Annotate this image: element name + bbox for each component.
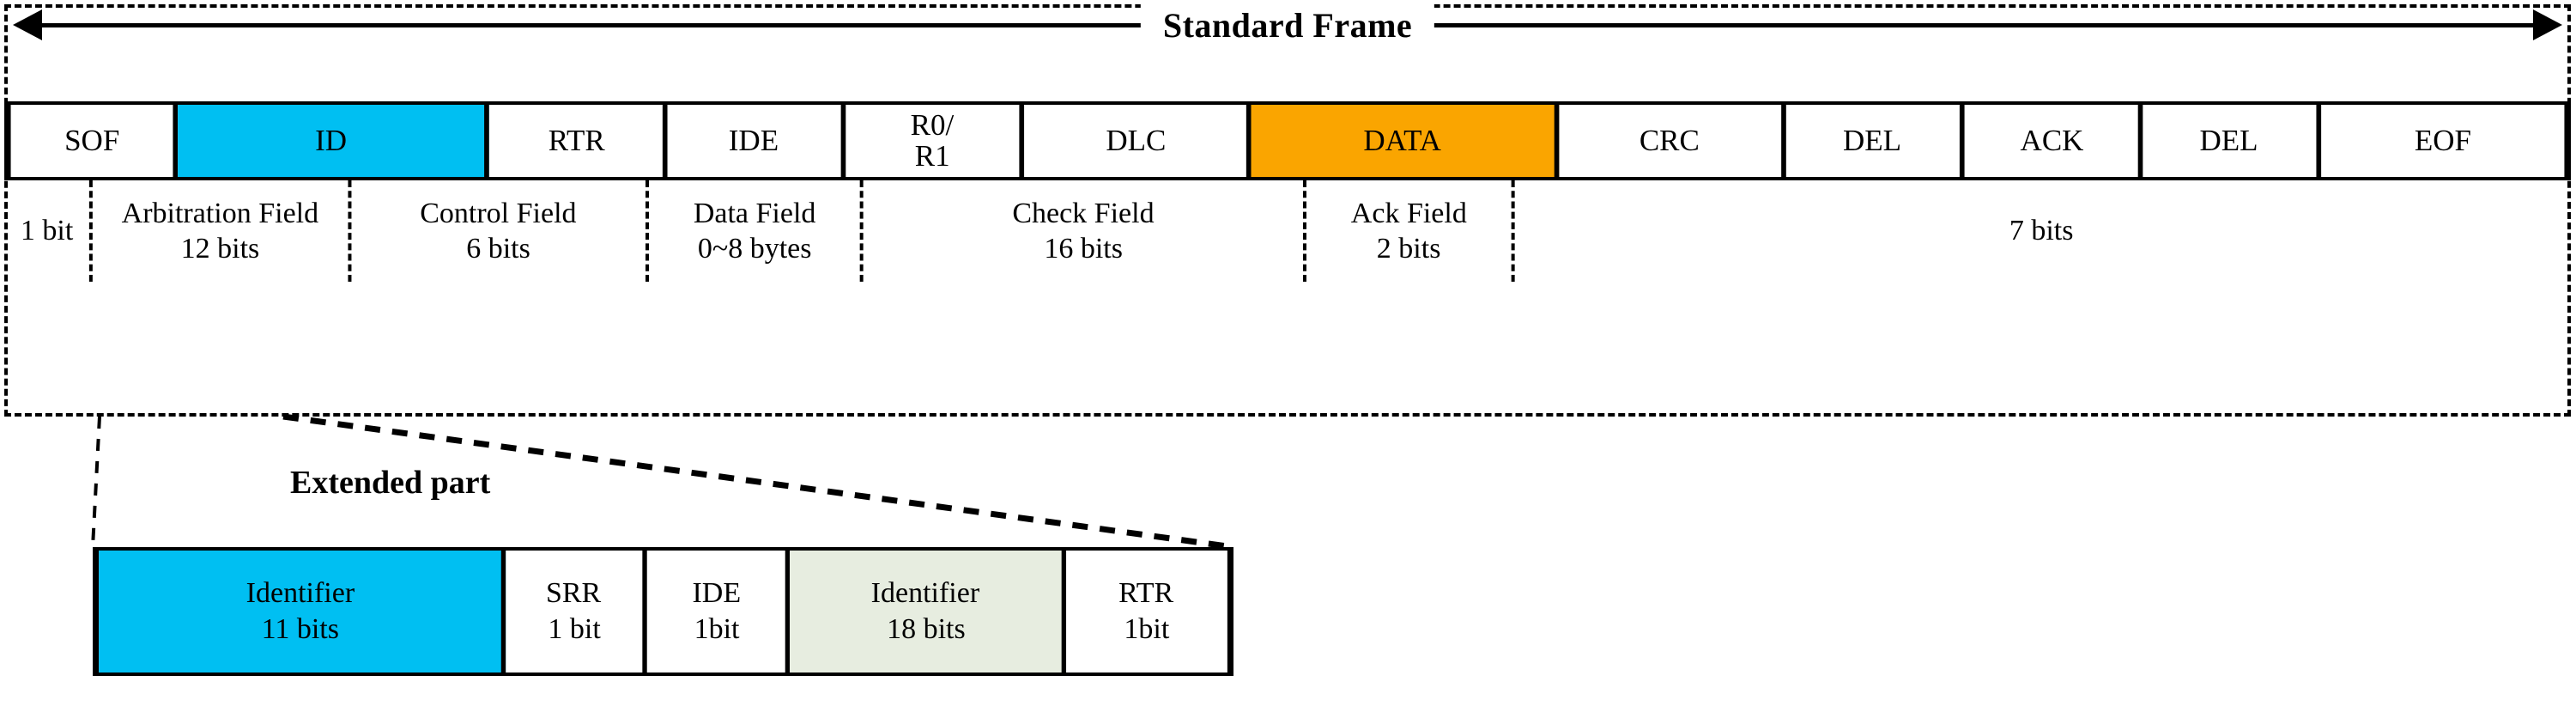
field-label: DATA: [1363, 124, 1442, 158]
frame-field-data-6: DATA: [1251, 105, 1560, 177]
extended-field-size: 18 bits: [886, 613, 966, 645]
frame-section-data-field: Data Field 0~8 bytes: [649, 180, 864, 282]
section-size: 7 bits: [2009, 215, 2074, 247]
extended-field-size: 1 bit: [548, 613, 601, 645]
field-label-line2: R1: [914, 139, 950, 173]
frame-section-arbitration-field: Arbitration Field 12 bits: [93, 180, 352, 282]
section-size: 6 bits: [466, 233, 531, 265]
frame-fields-row: SOF ID RTR IDE R0/R1 DLC DATA CRC DEL ACK DEL EOF: [4, 101, 2571, 180]
frame-field-ide-3: IDE: [668, 105, 846, 177]
extended-field-identifier-0: Identifier 11 bits: [99, 551, 506, 673]
frame-field-sof-0: SOF: [11, 105, 179, 177]
extended-field-ide-2: IDE 1bit: [647, 551, 791, 673]
field-label: R0/: [911, 108, 955, 143]
extended-field-identifier-3: Identifier 18 bits: [790, 551, 1067, 673]
field-label: RTR: [547, 124, 604, 158]
section-name: Control Field: [420, 197, 577, 229]
frame-section-check-field: Check Field 16 bits: [864, 180, 1306, 282]
frame-section-unnamed-6: 7 bits: [1515, 180, 2567, 282]
field-label: IDE: [729, 124, 779, 158]
frame-field-rtr-2: RTR: [489, 105, 668, 177]
frame-section-ack-field: Ack Field 2 bits: [1306, 180, 1515, 282]
section-size: 2 bits: [1376, 233, 1441, 265]
extended-field-name: Identifier: [871, 576, 980, 609]
extended-field-name: IDE: [691, 576, 741, 609]
arrow-right-icon: [2533, 9, 2562, 40]
frame-field-del-10: DEL: [2143, 105, 2322, 177]
extended-field-rtr-4: RTR 1bit: [1066, 551, 1227, 673]
extended-field-size: 1bit: [1124, 613, 1170, 645]
frame-field-id-1: ID: [178, 105, 489, 177]
frame-field-dlc-5: DLC: [1024, 105, 1252, 177]
field-label: DEL: [2200, 124, 2259, 158]
extended-part-row: Identifier 11 bits SRR 1 bit IDE 1bit Identifi…: [93, 547, 1233, 676]
extended-field-srr-1: SRR 1 bit: [506, 551, 647, 673]
field-label: DLC: [1105, 124, 1166, 158]
section-size: 12 bits: [180, 233, 260, 265]
field-label: DEL: [1843, 124, 1902, 158]
field-label: CRC: [1640, 124, 1700, 158]
arrow-left-icon: [13, 9, 42, 40]
frame-field-eof-11: EOF: [2321, 105, 2564, 177]
extended-field-size: 1bit: [693, 613, 739, 645]
section-name: Data Field: [693, 197, 816, 229]
section-name: Ack Field: [1350, 197, 1467, 229]
frame-section-control-field: Control Field 6 bits: [351, 180, 649, 282]
frame-field-del-8: DEL: [1786, 105, 1965, 177]
extended-field-name: Identifier: [245, 576, 355, 609]
section-name: Arbitration Field: [121, 197, 319, 229]
frame-field-crc-7: CRC: [1559, 105, 1786, 177]
extended-part-label: Extended part: [290, 465, 491, 501]
field-label: SOF: [64, 124, 120, 158]
field-label: ACK: [2019, 124, 2083, 158]
section-size: 16 bits: [1044, 233, 1123, 265]
extended-field-name: RTR: [1118, 576, 1174, 609]
frame-field-r0-4: R0/R1: [846, 105, 1025, 177]
page-title: Standard Frame: [1140, 2, 1435, 50]
section-size: 1 bit: [20, 215, 74, 247]
frame-field-ack-9: ACK: [1965, 105, 2143, 177]
frame-section-unnamed-0: 1 bit: [4, 180, 93, 282]
standard-frame-span: Standard Frame: [4, 2, 2571, 50]
section-name: Check Field: [1012, 197, 1155, 229]
extended-field-size: 11 bits: [261, 613, 339, 645]
section-size: 0~8 bytes: [697, 233, 812, 265]
field-label: ID: [315, 124, 348, 158]
extended-field-name: SRR: [546, 576, 602, 609]
field-label: EOF: [2414, 124, 2471, 158]
frame-description-row: 1 bit Arbitration Field 12 bits Control Fie…: [4, 180, 2571, 282]
